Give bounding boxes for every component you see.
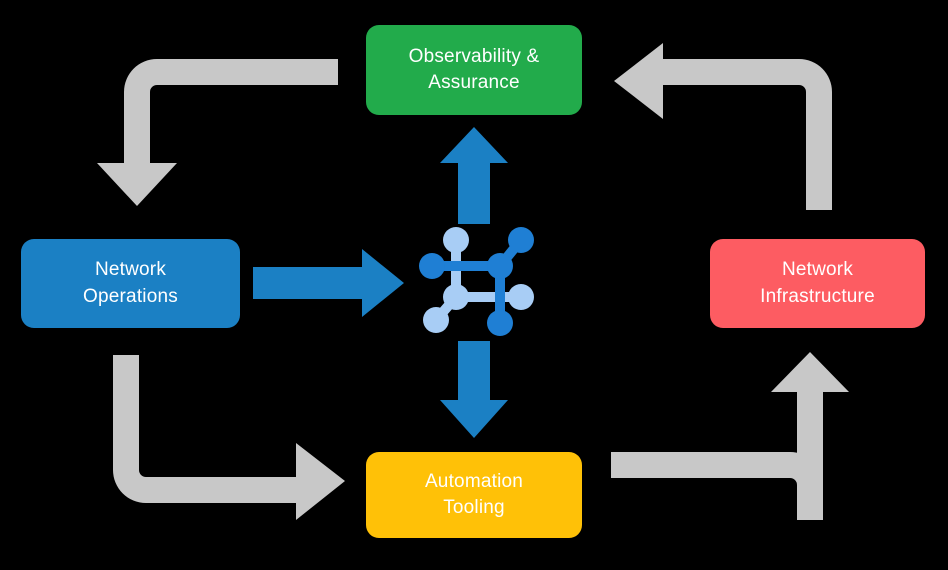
gray-arrow-observability-to-operations <box>97 59 338 206</box>
network-icon-dark-edges <box>427 235 526 328</box>
node-box-network-operations[interactable]: Network Operations <box>21 239 240 328</box>
gray-arrow-operations-to-automation <box>113 355 345 520</box>
node-label-network-operations: Network Operations <box>83 259 178 307</box>
node-box-automation-tooling[interactable]: Automation Tooling <box>366 452 582 538</box>
blue-arrow-center-to-observability <box>440 127 508 224</box>
node-label-network-infrastructure: Network Infrastructure <box>760 259 875 307</box>
node-label-observability-assurance: Observability & Assurance <box>408 45 540 93</box>
network-icon-light-edges <box>427 235 526 325</box>
node-box-observability-assurance[interactable]: Observability & Assurance <box>366 25 582 115</box>
blue-arrow-operations-to-center <box>253 249 404 317</box>
blue-arrow-center-to-automation <box>440 341 508 438</box>
node-label-automation-tooling: Automation Tooling <box>424 470 524 518</box>
node-box-network-infrastructure[interactable]: Network Infrastructure <box>710 239 925 328</box>
gray-arrow-automation-to-infrastructure <box>611 352 849 520</box>
gray-arrow-infrastructure-to-observability <box>614 43 832 210</box>
network-icon-light-nodes <box>423 227 534 333</box>
network-icon-dark-nodes <box>419 227 534 336</box>
